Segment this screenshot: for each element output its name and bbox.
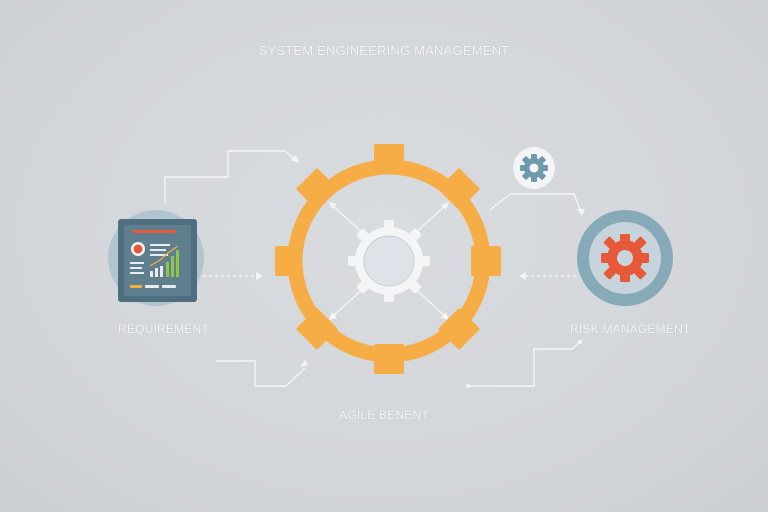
ring-node-top-left [296, 168, 338, 210]
spoke-top-right [413, 205, 446, 235]
connector-requirement-to-ring [164, 150, 297, 204]
requirement-label: REQUIREMENT [118, 322, 209, 336]
requirement-node [108, 210, 204, 306]
arrow-spoke-tr [441, 202, 449, 210]
ring-node-right [471, 246, 501, 276]
connector-bottom-right [468, 341, 581, 387]
gear-ring-icon [275, 144, 501, 374]
agile-label: AGILE BENENT [339, 408, 429, 422]
risk-management-node [577, 210, 673, 306]
ring-nodes [275, 144, 501, 374]
arrow-req-dashed [256, 272, 263, 280]
small-gear-badge [513, 147, 555, 189]
connector-lines [164, 150, 582, 387]
ring-node-bottom-right [438, 308, 480, 350]
arrow-spoke-br [441, 312, 449, 320]
arrow-spoke-tl [329, 202, 337, 209]
hub-gear-icon [348, 220, 430, 302]
dot-risk-connector [578, 340, 582, 344]
arrow-requirement [291, 155, 299, 163]
ring-node-bottom-left [296, 308, 338, 350]
ring-node-bottom [374, 344, 404, 374]
dot-bottom-right [466, 384, 470, 388]
ring-node-top-right [438, 168, 480, 210]
connector-bottom-left [216, 360, 306, 387]
arrow-bottom-left [300, 360, 308, 367]
arrow-spoke-bl [329, 312, 337, 320]
risk-management-label: RISK MANAGEMENT [570, 322, 691, 336]
arrow-small-gear [577, 209, 585, 216]
arrow-risk-dashed [519, 272, 526, 280]
small-gear-icon [520, 154, 548, 182]
spoke-bottom-left [332, 287, 365, 317]
spoke-bottom-right [413, 287, 446, 317]
dashboard-report-icon [118, 219, 197, 302]
diagram-title: SYSTEM ENGINEERING MANAGEMENT [258, 43, 510, 58]
ring-node-left [275, 246, 299, 276]
gear-icon [601, 234, 649, 282]
ring-node-top [374, 144, 404, 174]
connector-small-gear [489, 193, 582, 213]
spoke-top-left [332, 205, 365, 235]
arrow-heads [256, 155, 585, 388]
